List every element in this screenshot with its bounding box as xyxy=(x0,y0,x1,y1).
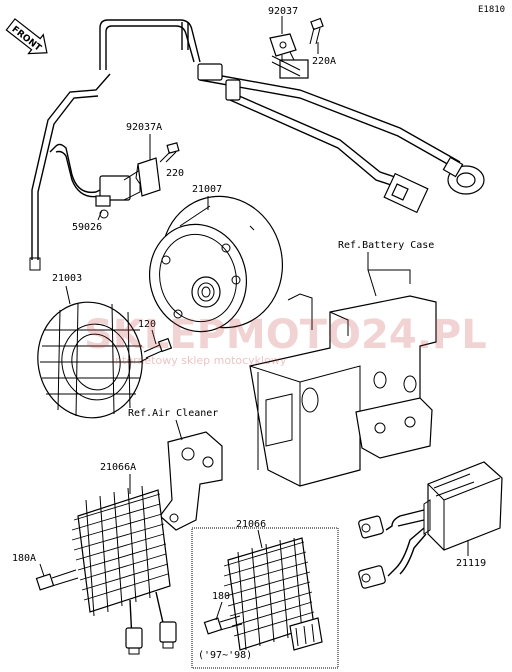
pickup-coil-59026 xyxy=(95,169,141,219)
label-220: 220 xyxy=(166,168,184,179)
label-ref-battery: Ref.Battery Case xyxy=(338,240,434,251)
bolt-180A xyxy=(35,569,79,591)
label-180A: 180A xyxy=(12,553,36,564)
watermark-main: SKLEPMOTO24.PL xyxy=(84,312,487,358)
label-92037A: 92037A xyxy=(126,122,162,133)
bolt-180 xyxy=(203,615,243,635)
regulator-21066 xyxy=(223,537,323,651)
connector-large xyxy=(442,156,485,195)
label-180: 180 xyxy=(212,591,230,602)
regulator-21066A xyxy=(71,485,177,655)
air-cleaner-bracket xyxy=(159,431,223,531)
label-21003: 21003 xyxy=(52,273,82,284)
clamp-92037 xyxy=(269,33,297,62)
label-21007: 21007 xyxy=(192,184,222,195)
bolt-220A xyxy=(309,17,324,45)
stator-21003 xyxy=(37,301,143,419)
bolt-120 xyxy=(139,337,173,363)
label-ref-air: Ref.Air Cleaner xyxy=(128,408,218,419)
connector-upper xyxy=(358,515,384,539)
front-arrow-icon: FRONT xyxy=(5,18,48,55)
label-21066: 21066 xyxy=(236,519,266,530)
watermark-sub: internetowy sklep motocyklowy xyxy=(112,354,287,367)
label-220A: 220A xyxy=(312,56,336,67)
battery-case xyxy=(249,293,437,487)
rotor-21007 xyxy=(148,195,284,333)
unit-21119 xyxy=(358,461,503,589)
wire-harness xyxy=(99,19,485,214)
connector-box xyxy=(383,172,429,214)
bolt-220 xyxy=(159,142,180,163)
diagram-code: E1810 xyxy=(478,5,505,15)
connector-lower xyxy=(358,565,386,589)
label-21119: 21119 xyxy=(456,558,486,569)
label-120: 120 xyxy=(138,319,156,330)
label-59026: 59026 xyxy=(72,222,102,233)
label-92037: 92037 xyxy=(268,6,298,17)
label-years: ('97~'98) xyxy=(198,650,252,661)
inset-97-98 xyxy=(191,527,339,669)
label-21066A: 21066A xyxy=(100,462,136,473)
